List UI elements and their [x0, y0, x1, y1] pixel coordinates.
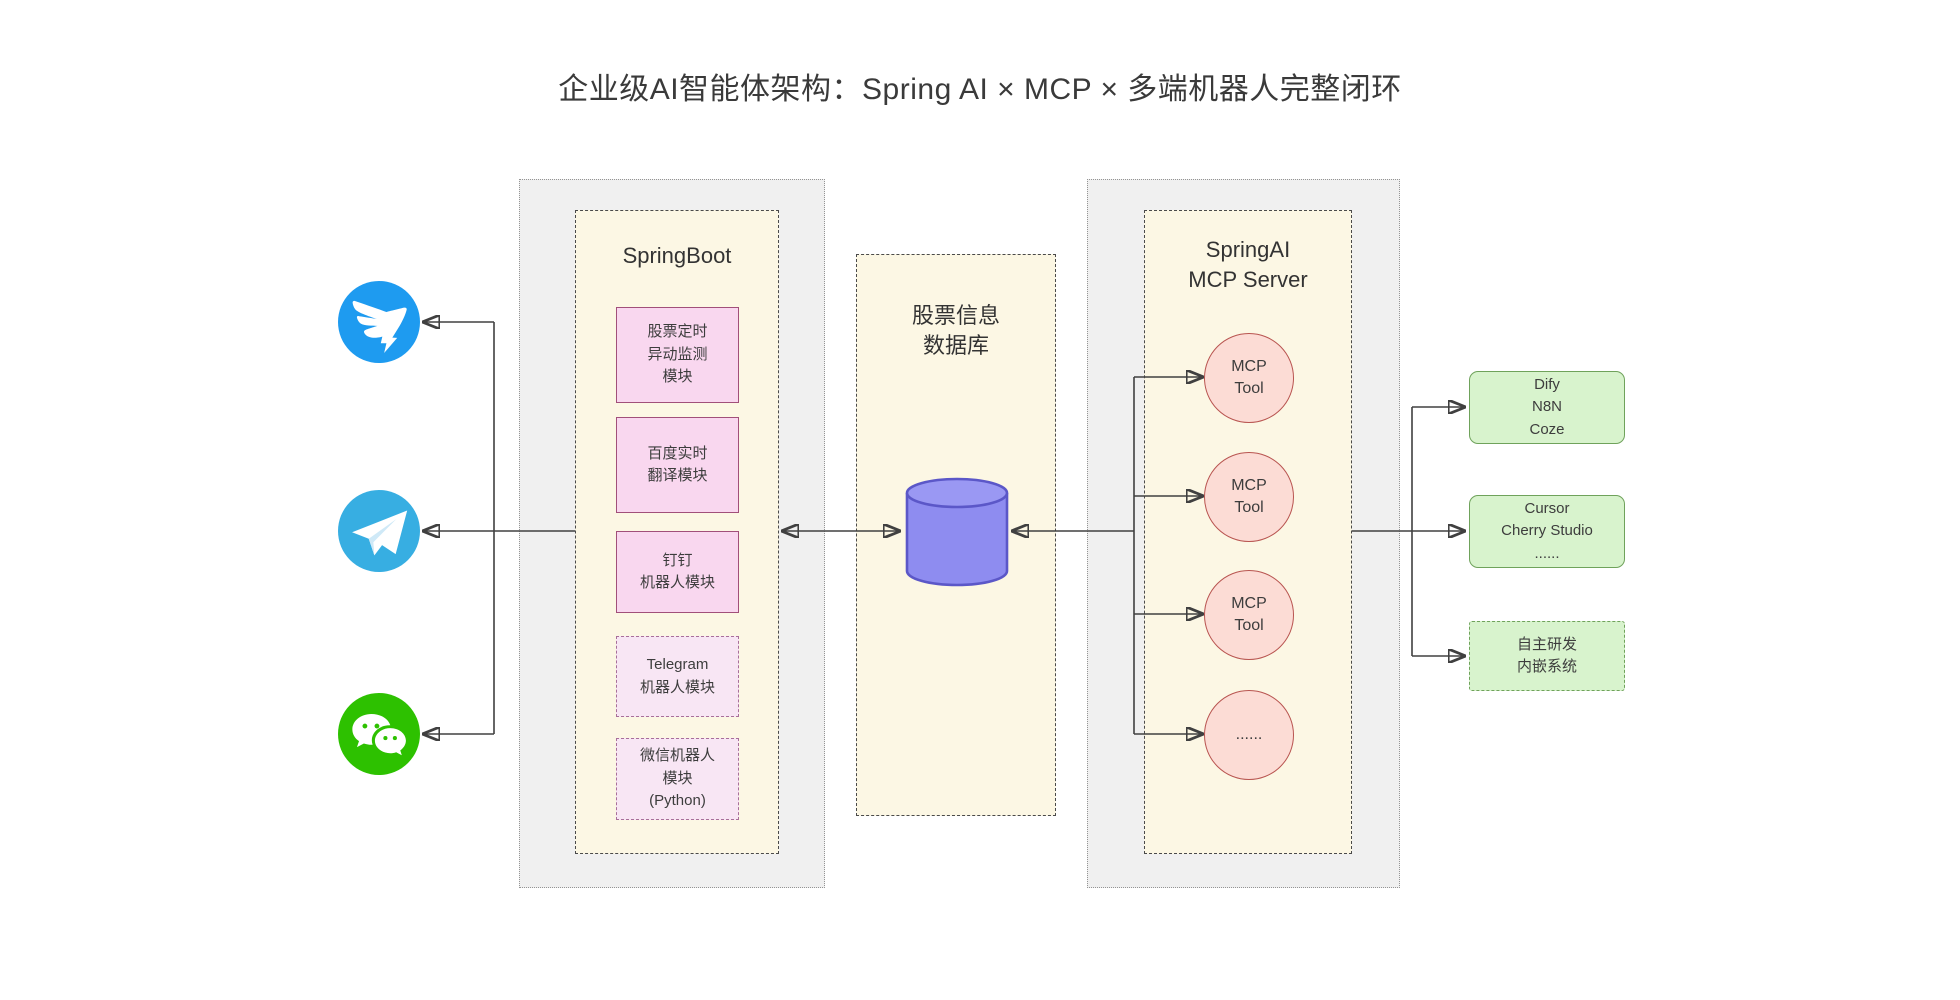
client-inhouse-system: 自主研发 内嵌系统: [1469, 621, 1625, 691]
client-dify-n8n-coze: Dify N8N Coze: [1469, 371, 1625, 444]
mcp-tool-2: MCP Tool: [1204, 452, 1294, 542]
mcp-tool-1: MCP Tool: [1204, 333, 1294, 423]
database-cylinder-icon: [905, 477, 1009, 587]
mcp-server-panel: SpringAI MCP Server MCP Tool MCP Tool MC…: [1144, 210, 1352, 854]
telegram-icon: [338, 490, 420, 572]
module-dingtalk-bot: 钉钉 机器人模块: [616, 531, 739, 613]
module-baidu-translate: 百度实时 翻译模块: [616, 417, 739, 513]
mcp-server-label: SpringAI MCP Server: [1188, 237, 1308, 292]
mcp-tool-more: ......: [1204, 690, 1294, 780]
springboot-panel: SpringBoot 股票定时 异动监测 模块 百度实时 翻译模块 钉钉 机器人…: [575, 210, 779, 854]
wechat-icon: [338, 693, 420, 775]
module-telegram-bot: Telegram 机器人模块: [616, 636, 739, 717]
module-wechat-bot: 微信机器人 模块 (Python): [616, 738, 739, 820]
diagram-title: 企业级AI智能体架构：Spring AI × MCP × 多端机器人完整闭环: [558, 73, 1402, 106]
springboot-label: SpringBoot: [622, 243, 732, 268]
database-label: 股票信息 数据库: [911, 303, 1000, 358]
dingtalk-icon: [338, 281, 420, 363]
module-stock-monitor: 股票定时 异动监测 模块: [616, 307, 739, 403]
mcp-tool-3: MCP Tool: [1204, 570, 1294, 660]
client-cursor-cherry-studio: Cursor Cherry Studio ......: [1469, 495, 1625, 568]
database-panel: 股票信息 数据库: [856, 254, 1056, 816]
